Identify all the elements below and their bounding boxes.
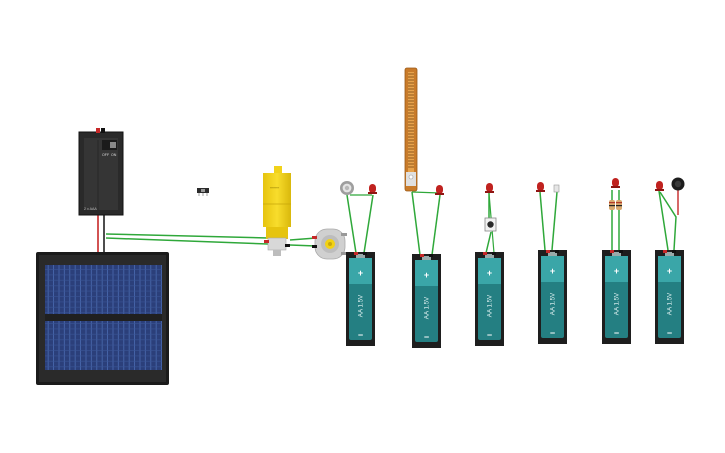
aa-batteries: + AA 1.5V − + AA 1.5V − + AA 1.5V − + AA 1.5V − + AA … <box>346 250 684 348</box>
switch-off-label: OFF <box>102 153 110 157</box>
dc-gear-motor[interactable]: ━━━━━ <box>263 166 291 256</box>
battery-cap <box>415 260 438 286</box>
battery-minus-sign: − <box>550 328 555 338</box>
flex-sensor-traces <box>408 73 414 168</box>
battery-cap <box>605 256 628 282</box>
flex-sensor[interactable] <box>404 67 418 192</box>
battery-terminal <box>612 252 621 256</box>
wire-c1-b[interactable] <box>363 194 374 254</box>
battery-wire-black <box>619 250 623 253</box>
gear-motor-mark: ━━━━━ <box>269 186 279 190</box>
light-sensor-circuit <box>340 181 377 195</box>
battery-wire-red <box>546 250 550 253</box>
wire-c1-a[interactable] <box>346 194 357 254</box>
battery-wire-red <box>354 252 358 255</box>
aa-battery-4[interactable]: + AA 1.5V − <box>538 250 567 344</box>
battery-wire-black <box>555 250 559 253</box>
battery-plus-sign: + <box>614 266 619 276</box>
battery-voltage-label: AA 1.5V <box>358 294 365 317</box>
battery-terminal <box>548 252 557 256</box>
wire-c4-b[interactable] <box>551 191 558 251</box>
wire-green-long-2[interactable] <box>105 237 269 245</box>
led-red-2[interactable] <box>435 185 444 195</box>
battery-terminal <box>485 254 494 258</box>
battery-wire-red <box>420 254 424 257</box>
battery-plus-sign: + <box>550 266 555 276</box>
battery-cap <box>349 258 372 284</box>
wire-green-long-1[interactable] <box>105 233 269 239</box>
wire-green-long-3[interactable] <box>289 237 317 241</box>
led-red-5[interactable] <box>611 178 620 188</box>
wire-green-long-4[interactable] <box>289 244 317 247</box>
battery-pack-label: 2 x AAA <box>84 207 97 211</box>
tilt-switch[interactable] <box>553 184 560 193</box>
battery-voltage-label: AA 1.5V <box>550 292 557 315</box>
led-red-4[interactable] <box>536 182 545 192</box>
tilt-switch-circuit <box>536 182 560 193</box>
battery-minus-sign: − <box>667 328 672 338</box>
led-red-3[interactable] <box>485 183 494 193</box>
battery-cap <box>541 256 564 282</box>
battery-wire-red <box>663 250 667 253</box>
vibration-motor-circuit <box>655 177 685 191</box>
battery-plus-sign: + <box>667 266 672 276</box>
battery-wire-red <box>483 252 487 255</box>
slide-switch[interactable] <box>197 188 209 196</box>
battery-cap <box>478 258 501 284</box>
fan-motor[interactable] <box>312 228 347 260</box>
battery-terminal <box>665 252 674 256</box>
battery-plus-sign: + <box>487 268 492 278</box>
battery-voltage-label: AA 1.5V <box>667 292 674 315</box>
wire-c4-a[interactable] <box>539 191 546 251</box>
flex-sensor-circuit <box>404 67 444 195</box>
battery-minus-sign: − <box>614 328 619 338</box>
wire-c6-a[interactable] <box>658 190 669 251</box>
battery-wire-red <box>610 250 614 253</box>
pushbutton[interactable] <box>484 217 497 232</box>
battery-wire-black <box>363 252 367 255</box>
led-red-1[interactable] <box>368 184 377 194</box>
wires <box>97 190 679 256</box>
wire-c2-b[interactable] <box>431 194 441 256</box>
battery-terminal <box>422 256 431 260</box>
battery-minus-sign: − <box>358 330 363 340</box>
resistor-circuit <box>609 178 622 210</box>
solar-panel[interactable] <box>36 252 169 385</box>
battery-plus-sign: + <box>358 268 363 278</box>
battery-minus-sign: − <box>424 332 429 342</box>
battery-wire-black <box>429 254 433 257</box>
aa-battery-5[interactable]: + AA 1.5V − <box>602 250 631 344</box>
aa-battery-1[interactable]: + AA 1.5V − <box>346 252 375 346</box>
pushbutton-circuit <box>484 183 497 232</box>
wire-c3-b[interactable] <box>485 231 492 254</box>
wire-c6-b[interactable] <box>659 191 677 251</box>
battery-wire-black <box>492 252 496 255</box>
led-red-6[interactable] <box>655 181 664 191</box>
wire-c2-a[interactable] <box>411 191 421 256</box>
resistor-1[interactable] <box>609 200 615 210</box>
battery-plus-sign: + <box>424 270 429 280</box>
battery-voltage-label: AA 1.5V <box>487 294 494 317</box>
battery-terminal <box>356 254 365 258</box>
resistor-2[interactable] <box>616 200 622 210</box>
vibration-motor[interactable] <box>671 177 685 191</box>
battery-wire-black <box>672 250 676 253</box>
battery-pack[interactable]: OFF ON 2 x AAA <box>78 128 124 216</box>
aa-battery-3[interactable]: + AA 1.5V − <box>475 252 504 346</box>
switch-on-label: ON <box>111 153 117 157</box>
wire-c2-c[interactable] <box>411 191 441 194</box>
battery-voltage-label: AA 1.5V <box>614 292 621 315</box>
aa-battery-6[interactable]: + AA 1.5V − <box>655 250 684 344</box>
aa-battery-2[interactable]: + AA 1.5V − <box>412 254 441 348</box>
battery-cap <box>658 256 681 282</box>
battery-minus-sign: − <box>487 330 492 340</box>
battery-voltage-label: AA 1.5V <box>424 296 431 319</box>
light-sensor[interactable] <box>340 181 354 195</box>
